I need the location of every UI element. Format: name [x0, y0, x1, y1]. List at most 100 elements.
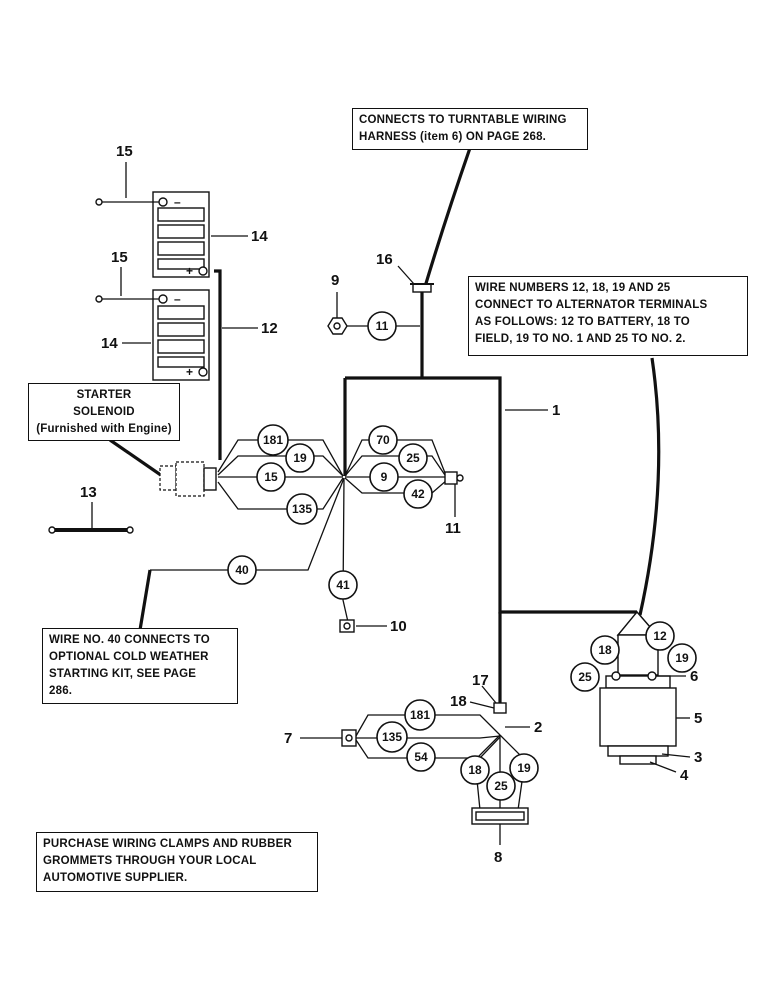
callout-1: 1: [552, 402, 560, 419]
callout-14a: 14: [251, 228, 268, 245]
wire-label-19b: 19: [667, 643, 697, 673]
wire-label-54: 54: [406, 742, 436, 772]
note-line: HARNESS (item 6) ON PAGE 268.: [359, 131, 547, 143]
wire-label-135b: 135: [376, 721, 408, 753]
note-turntable-harness: CONNECTS TO TURNTABLE WIRING HARNESS (it…: [352, 108, 588, 150]
svg-text:135: 135: [292, 502, 312, 516]
callout-2: 2: [534, 719, 542, 736]
svg-text:181: 181: [410, 708, 430, 722]
callout-12: 12: [261, 320, 278, 337]
callout-8: 8: [494, 849, 502, 866]
terminal-11: [444, 471, 464, 485]
svg-text:25: 25: [578, 670, 592, 684]
callout-6: 6: [690, 668, 698, 685]
wire-25-a: [344, 455, 448, 479]
svg-text:19: 19: [293, 451, 307, 465]
note-line: STARTING KIT, SEE PAGE: [49, 668, 197, 680]
leader-cold-weather: [138, 569, 152, 631]
leader-3: [661, 753, 691, 758]
note-line: SOLENOID: [73, 406, 135, 418]
callout-16: 16: [376, 251, 393, 268]
note-purchase-clamps: PURCHASE WIRING CLAMPS AND RUBBER GROMME…: [36, 832, 318, 892]
note-line: FIELD, 19 TO NO. 1 AND 25 TO NO. 2.: [475, 333, 686, 345]
battery-minus-lower: –: [174, 292, 181, 306]
ground-end-lower: [95, 295, 103, 303]
svg-text:15: 15: [264, 470, 278, 484]
battery-plus-upper: +: [186, 264, 193, 278]
wire-19-a: [217, 455, 344, 477]
main-harness: [345, 376, 637, 614]
battery-minus-upper: –: [174, 195, 181, 209]
battery-upper: [152, 191, 210, 278]
leader-turntable: [422, 147, 472, 291]
wire-label-135a: 135: [286, 493, 318, 525]
clamp-7: [341, 729, 357, 747]
note-cold-weather-kit: WIRE NO. 40 CONNECTS TO OPTIONAL COLD WE…: [42, 628, 238, 704]
wire-label-9: 9: [369, 462, 399, 492]
note-alternator-terminals: WIRE NUMBERS 12, 18, 19 AND 25 CONNECT T…: [468, 276, 748, 356]
svg-text:42: 42: [411, 487, 425, 501]
note-line: PURCHASE WIRING CLAMPS AND RUBBER: [43, 838, 292, 850]
svg-text:135: 135: [382, 730, 402, 744]
svg-text:25: 25: [494, 779, 508, 793]
svg-text:70: 70: [376, 433, 390, 447]
note-line: AS FOLLOWS: 12 TO BATTERY, 18 TO: [475, 316, 690, 328]
callout-14b: 14: [101, 335, 118, 352]
svg-text:18: 18: [468, 763, 482, 777]
note-line: WIRE NUMBERS 12, 18, 19 AND 25: [475, 282, 671, 294]
note-line: 286.: [49, 685, 73, 697]
leader-16: [397, 265, 415, 285]
svg-text:9: 9: [381, 470, 388, 484]
terminal-10: [339, 619, 355, 633]
note-line: AUTOMOTIVE SUPPLIER.: [43, 872, 188, 884]
leader-solenoid: [109, 438, 169, 482]
svg-text:25: 25: [406, 451, 420, 465]
callout-5: 5: [694, 710, 702, 727]
svg-text:18: 18: [598, 643, 612, 657]
wire-42: [344, 477, 448, 494]
leader-18: [469, 701, 495, 709]
wire-label-70: 70: [368, 425, 398, 455]
callout-13: 13: [80, 484, 97, 501]
wire-40: [150, 477, 345, 571]
note-line: CONNECT TO ALTERNATOR TERMINALS: [475, 299, 708, 311]
svg-text:19: 19: [675, 651, 689, 665]
callout-18: 18: [450, 693, 467, 710]
svg-text:19: 19: [517, 761, 531, 775]
callout-9: 9: [331, 272, 339, 289]
wire-label-19c: 19: [509, 753, 539, 783]
wire-135-a: [217, 477, 344, 510]
wire-label-19a: 19: [285, 443, 315, 473]
starter-solenoid: [159, 461, 217, 497]
clamp-17-18: [493, 702, 507, 714]
note-line: (Furnished with Engine): [36, 423, 172, 435]
wire-label-15: 15: [256, 462, 286, 492]
ground-end-upper: [95, 198, 103, 206]
wire-label-25a: 25: [398, 443, 428, 473]
callout-15a: 15: [116, 143, 133, 160]
grommet-16: [410, 283, 434, 293]
regulator-8: [471, 807, 529, 825]
wire-41: [342, 477, 349, 623]
svg-text:41: 41: [336, 578, 350, 592]
leader-4: [649, 761, 677, 773]
callout-4: 4: [680, 767, 689, 784]
note-starter-solenoid: STARTER SOLENOID (Furnished with Engine): [28, 383, 180, 441]
battery-lower: [152, 289, 210, 381]
nut-9-hole: [333, 322, 341, 330]
wire-label-18b: 18: [460, 755, 490, 785]
wire-label-25b: 25: [570, 662, 600, 692]
callout-7: 7: [284, 730, 292, 747]
callout-10: 10: [390, 618, 407, 635]
wire-label-181a: 181: [257, 424, 289, 456]
note-line: GROMMETS THROUGH YOUR LOCAL: [43, 855, 257, 867]
callout-15b: 15: [111, 249, 128, 266]
wire-label-25c: 25: [486, 771, 516, 801]
svg-text:12: 12: [653, 629, 667, 643]
callout-17: 17: [472, 672, 489, 689]
leader-alternator: [638, 357, 661, 616]
wire-label-40: 40: [227, 555, 257, 585]
note-line: STARTER: [76, 389, 132, 401]
note-line: WIRE NO. 40 CONNECTS TO: [49, 634, 210, 646]
battery-cable-12: [214, 269, 222, 460]
